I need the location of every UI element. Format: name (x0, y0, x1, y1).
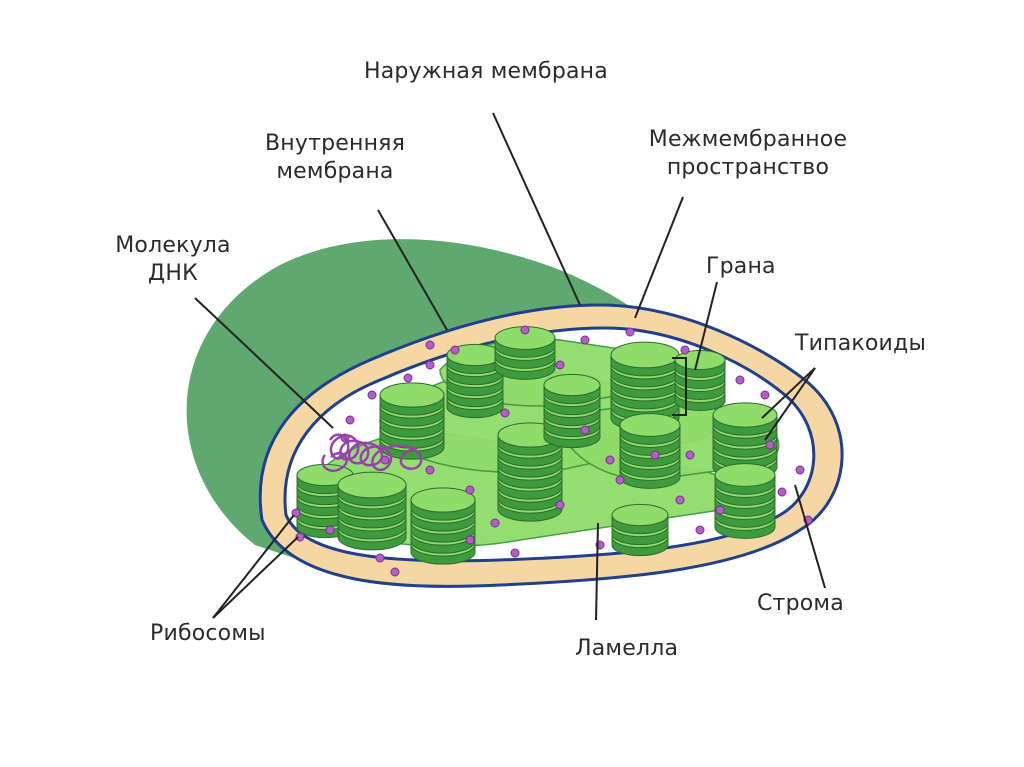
thylakoid-disc-top (379, 382, 445, 408)
dna-molecule-icon (321, 433, 423, 472)
ribosome-dots (291, 325, 813, 577)
ribosome-dot-32 (325, 525, 335, 535)
ribosome-dot-16 (465, 485, 475, 495)
label-lamella-text: Ламелла (575, 636, 679, 661)
label-dna-molecule: Молекула ДНК (108, 232, 238, 288)
label-intermembrane-line1: Межмембранное (648, 127, 848, 152)
leader-grana (694, 281, 718, 371)
leader-ribosomes-2 (212, 536, 299, 619)
label-inner-membrane-line2: мембрана (276, 159, 394, 184)
thylakoid-disc-top (610, 341, 680, 369)
granum-stack-11 (674, 350, 726, 411)
ribosome-dot-39 (650, 450, 660, 460)
ribosome-dot-15 (490, 518, 500, 528)
ribosome-dot-3 (625, 327, 635, 337)
label-thylakoids: Типакоиды (795, 330, 926, 358)
granum-stack-1 (379, 382, 445, 460)
label-dna-line1: Молекула (115, 233, 231, 258)
granum-stack-13 (714, 463, 776, 539)
leader-lamella (595, 522, 599, 621)
thylakoid-disc-top (619, 413, 681, 437)
ribosome-dot-38 (685, 450, 695, 460)
label-stroma: Строма (757, 590, 844, 618)
ribosome-dot-25 (580, 425, 590, 435)
label-inner-membrane: Внутренняя мембрана (245, 130, 425, 186)
thylakoid-disc-top (714, 463, 776, 487)
ribosome-dot-6 (760, 390, 770, 400)
ribosome-dot-20 (367, 390, 377, 400)
label-grana: Грана (706, 253, 776, 281)
ribosome-dot-11 (695, 525, 705, 535)
grana-stacks (296, 326, 778, 565)
granum-stack-10 (619, 413, 681, 489)
ribosome-dot-36 (425, 340, 435, 350)
ribosome-dot-26 (605, 455, 615, 465)
label-grana-text: Грана (706, 254, 776, 279)
label-intermembrane-space: Межмембранное пространство (632, 126, 864, 182)
granum-stack-14 (611, 503, 669, 557)
thylakoid-disc-top (611, 503, 669, 527)
granum-stack-5 (337, 471, 407, 551)
ribosome-dot-28 (510, 548, 520, 558)
leader-intermembrane (634, 196, 684, 319)
label-stroma-text: Строма (757, 591, 844, 616)
granum-stack-3 (494, 326, 556, 380)
ribosome-dot-4 (680, 345, 690, 355)
ribosome-dot-17 (425, 465, 435, 475)
leader-inner-membrane (377, 209, 448, 331)
leader-stroma (794, 484, 826, 589)
ribosome-dot-2 (580, 335, 590, 345)
thylakoid-disc-top (712, 402, 778, 428)
ribosome-dot-40 (765, 440, 775, 450)
leader-thylakoids-1 (761, 367, 816, 419)
label-thylakoids-text: Типакоиды (795, 331, 927, 356)
ribosome-dot-10 (715, 505, 725, 515)
label-ribosomes-text: Рибосомы (150, 621, 266, 646)
ribosome-dot-21 (403, 373, 413, 383)
ribosome-dot-22 (425, 360, 435, 370)
label-outer-membrane: Наружная мембрана (364, 58, 608, 86)
granum-stack-6 (410, 487, 476, 565)
thylakoid-disc-top (543, 373, 601, 397)
thylakoid-disc-top (337, 471, 407, 499)
ribosome-dot-14 (555, 500, 565, 510)
ribosome-dot-7 (795, 465, 805, 475)
ribosome-dot-19 (345, 415, 355, 425)
granum-stack-8 (543, 373, 601, 449)
ribosome-dot-37 (450, 345, 460, 355)
leader-thylakoids-2 (764, 367, 816, 441)
label-lamella: Ламелла (575, 635, 678, 663)
ribosome-dot-31 (390, 567, 400, 577)
granum-stack-2 (446, 343, 504, 419)
leader-lines (194, 112, 826, 621)
granum-stack-12 (712, 402, 778, 480)
ribosome-dot-8 (777, 487, 787, 497)
label-dna-line2: ДНК (148, 261, 198, 286)
grana-bracket (672, 357, 687, 416)
ribosome-dot-24 (500, 408, 510, 418)
ribosome-dot-13 (615, 475, 625, 485)
ribosome-dot-12 (675, 495, 685, 505)
ribosome-dot-30 (375, 553, 385, 563)
thylakoid-disc-top (410, 487, 476, 513)
label-intermembrane-line2: пространство (666, 155, 830, 180)
label-inner-membrane-line1: Внутренняя (264, 131, 406, 156)
ribosome-dot-1 (520, 325, 530, 335)
ribosome-dot-34 (295, 532, 305, 542)
label-ribosomes: Рибосомы (150, 620, 266, 648)
leader-ribosomes-1 (212, 514, 295, 619)
leader-dna (194, 297, 334, 429)
label-outer-membrane-text: Наружная мембрана (364, 59, 608, 84)
leader-outer-membrane (492, 112, 581, 306)
ribosome-dot-23 (555, 360, 565, 370)
ribosome-dot-5 (735, 375, 745, 385)
ribosome-dot-29 (465, 535, 475, 545)
